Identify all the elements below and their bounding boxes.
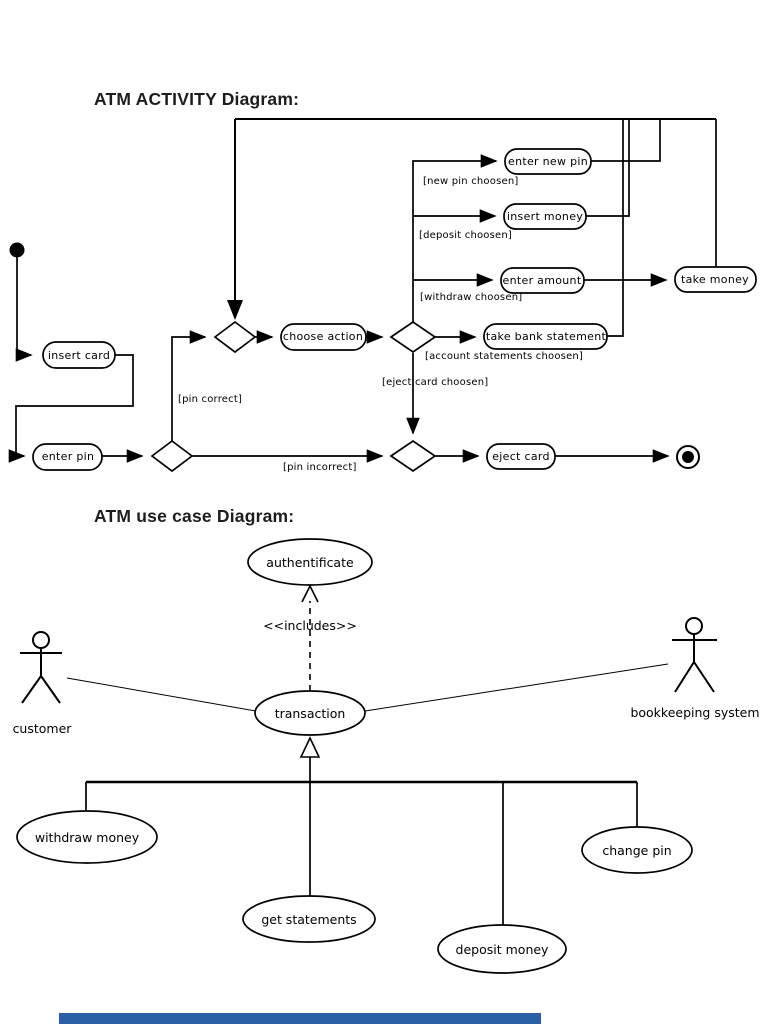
insert-card-to-enter-pin-edge [8,354,134,463]
account-guard: [account statements choosen] [425,351,583,362]
get-statements-label: get statements [261,912,356,927]
insert-money-action [503,203,587,230]
deposit-money-usecase [437,924,567,974]
exit-merge-diamond [389,439,437,473]
insert-money-feedback-edge [586,119,630,217]
includes-stereotype: <<includes>> [263,618,357,633]
pin-decision-diamond [150,439,194,473]
get-statements-usecase [242,895,376,943]
initial-node [9,242,25,258]
enter-new-pin-label: enter new pin [508,155,588,168]
customer-actor-icon [20,631,62,704]
new-pin-guard: [new pin choosen] [423,176,518,187]
take-bank-statement-label: take bank statement [486,330,607,343]
enter-pin-action [32,443,103,471]
include-arrowhead-icon [301,584,319,603]
transaction-label: transaction [275,706,346,721]
customer-transaction-assoc [66,677,257,712]
pin-correct-guard: [pin correct] [178,394,242,405]
enter-new-pin-feedback-edge [591,119,661,162]
start-to-insert-card-edge [15,257,33,362]
usecase-diagram: authentificate <<includes>> transaction … [13,538,760,974]
take-bank-statement-action [483,323,608,350]
transaction-usecase [254,690,366,736]
insert-card-label: insert card [48,349,110,362]
enter-amount-label: enter amount [503,274,582,287]
deposit-guard: [deposit choosen] [419,230,512,241]
bookkeeping-label: bookkeeping system [630,705,759,720]
generalization-triangle-icon [299,736,321,758]
withdraw-money-usecase [16,810,158,864]
authentificate-label: authentificate [266,555,354,570]
enter-pin-label: enter pin [42,450,95,463]
merge-diamond [213,320,257,354]
customer-label: customer [13,721,73,736]
bottom-blue-bar [59,1013,541,1024]
activity-diagram: insert card enter pin [pin correct] [pin… [8,118,757,473]
activity-diagram-title: ATM ACTIVITY Diagram: [94,89,300,109]
eject-card-label: eject card [492,450,550,463]
pin-correct-edge [171,330,207,441]
withdraw-guard: [withdraw choosen] [420,292,522,303]
deposit-money-label: deposit money [456,942,550,957]
enter-new-pin-action [504,148,592,175]
change-pin-usecase [581,826,693,874]
pin-incorrect-guard: [pin incorrect] [283,462,357,473]
take-money-label: take money [681,273,749,286]
insert-money-label: insert money [507,210,583,223]
new-pin-branch-edge [412,154,498,322]
eject-guard: [eject card choosen] [382,377,488,388]
action-decision-diamond [389,320,437,354]
final-node-inner [682,451,694,463]
usecase-diagram-title: ATM use case Diagram: [94,506,295,526]
statement-feedback-edge [607,119,624,337]
take-money-action [674,266,757,293]
change-pin-label: change pin [602,843,671,858]
bookkeeping-actor-icon [672,617,717,693]
withdraw-money-label: withdraw money [35,830,140,845]
choose-action-label: choose action [283,330,363,343]
bookkeeping-transaction-assoc [364,663,669,712]
